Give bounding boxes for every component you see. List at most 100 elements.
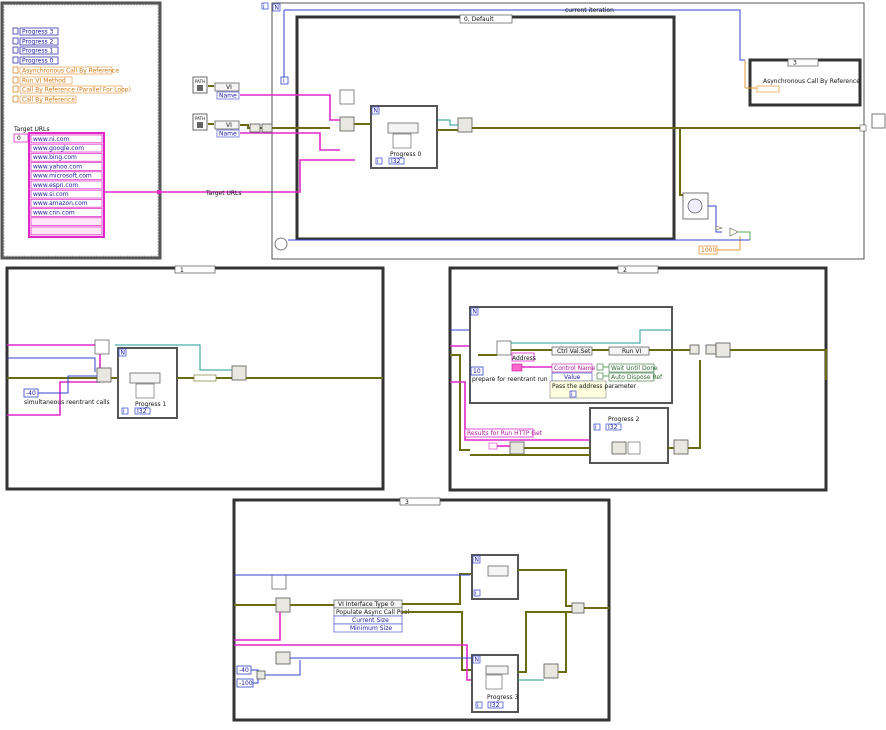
case2-constant-n[interactable] xyxy=(470,366,484,376)
wire xyxy=(234,644,472,681)
compare-node-2[interactable] xyxy=(729,227,739,237)
close-ref-node[interactable] xyxy=(231,365,247,381)
wire xyxy=(38,375,97,394)
table-icon xyxy=(94,339,110,355)
case3-selector[interactable] xyxy=(399,497,441,506)
wait-on-async-node[interactable] xyxy=(275,651,291,665)
wire xyxy=(511,329,672,344)
i32-label: I32 xyxy=(490,702,500,709)
url-item[interactable] xyxy=(30,208,103,217)
ref-call-parallel[interactable]: Call By Reference (Parallel For Loop) xyxy=(12,85,131,94)
wait-on-async-node[interactable] xyxy=(611,441,627,455)
i-terminal xyxy=(473,589,481,597)
vi-node[interactable] xyxy=(214,120,240,130)
wire xyxy=(7,357,96,372)
control-name-property[interactable] xyxy=(551,363,593,373)
url-item[interactable] xyxy=(30,162,103,171)
url-item[interactable] xyxy=(30,143,103,153)
url-item[interactable] xyxy=(30,199,103,208)
n-label: N xyxy=(473,309,478,316)
merge-errors-node[interactable] xyxy=(571,602,585,614)
call-by-ref-node[interactable] xyxy=(387,122,419,134)
case1-selector[interactable] xyxy=(174,265,216,274)
close-ref-node[interactable] xyxy=(543,663,559,679)
ref-progress-3[interactable]: Progress 3 xyxy=(12,27,59,36)
wire xyxy=(558,612,567,673)
ref-async-call[interactable]: Asynchronous Call By Reference xyxy=(12,66,119,75)
ref-progress-0[interactable]: Progress 0 xyxy=(12,56,59,65)
url-item[interactable] xyxy=(30,180,103,190)
const1-label: -40 xyxy=(239,667,249,674)
array-label: Target URLs xyxy=(13,126,50,133)
for-loop-n[interactable] xyxy=(472,555,481,564)
ref-progress-2[interactable]: Progress 2 xyxy=(12,37,59,46)
call-by-ref-node[interactable] xyxy=(129,372,161,384)
case-selector-main[interactable] xyxy=(459,14,513,24)
array-index: 0 xyxy=(17,135,21,142)
open-vi-ref-node[interactable] xyxy=(96,367,112,383)
for-loop-progress2: Progress 2 i I32 xyxy=(589,407,669,464)
path-glyph xyxy=(197,85,203,91)
ref-run-vi[interactable]: Run VI Method xyxy=(12,76,73,85)
wire xyxy=(518,611,572,673)
close-ref-node-2[interactable] xyxy=(673,439,689,455)
case2-selector-label: 2 xyxy=(623,267,627,274)
url-item-text: www.cnn.com xyxy=(33,209,75,216)
url-item-empty[interactable] xyxy=(30,226,103,236)
close-ref-node[interactable] xyxy=(715,342,731,358)
wait-until-done-property[interactable] xyxy=(608,363,655,373)
for-loop-n[interactable] xyxy=(472,655,481,664)
start-async-call-node[interactable] xyxy=(487,565,509,577)
open-vi-ref-node[interactable] xyxy=(339,116,355,132)
build-array-node[interactable] xyxy=(249,123,261,133)
i-label: i xyxy=(477,702,479,709)
get-vi-ref-node[interactable] xyxy=(509,441,525,455)
ref-progress-1[interactable]: Progress 1 xyxy=(12,46,59,55)
wire xyxy=(717,236,741,251)
table-icon xyxy=(339,89,355,105)
case1-comment: simultaneous reentrant calls xyxy=(24,399,110,406)
url-item[interactable] xyxy=(30,189,103,199)
inner-case-label: Asynchronous Call By Reference xyxy=(763,78,860,85)
vi-node[interactable] xyxy=(214,82,240,92)
url-item[interactable] xyxy=(30,134,103,144)
target-urls-array[interactable]: Target URLs 0 www.ni.comwww.google.comww… xyxy=(13,126,105,238)
wire xyxy=(674,127,690,196)
minimum-size-property[interactable] xyxy=(333,623,403,633)
name-property[interactable] xyxy=(216,91,240,100)
wire xyxy=(300,132,340,151)
tf-constant-1[interactable] xyxy=(596,363,604,371)
i32-indicator xyxy=(605,423,622,431)
max-node[interactable] xyxy=(256,670,266,680)
merge-node[interactable] xyxy=(705,344,717,355)
ref-node[interactable] xyxy=(261,123,273,133)
case2-selector[interactable] xyxy=(617,265,659,274)
compare-node[interactable] xyxy=(715,225,723,231)
wait-async-node[interactable] xyxy=(485,665,509,675)
path-glyph xyxy=(197,122,203,128)
inner-case-selector[interactable] xyxy=(787,58,819,67)
for-loop-n[interactable] xyxy=(371,106,380,115)
open-vi-ref-node[interactable] xyxy=(275,597,291,613)
async-ref-constant[interactable] xyxy=(756,85,780,93)
simple-error-handler[interactable] xyxy=(871,113,886,129)
url-item-empty[interactable] xyxy=(30,217,103,226)
close-ref-node[interactable] xyxy=(457,117,473,133)
address-value[interactable] xyxy=(511,363,523,372)
address-constant[interactable] xyxy=(511,352,535,362)
i-label: i xyxy=(283,78,285,85)
for-loop-n[interactable] xyxy=(470,307,479,316)
for-loop-n[interactable] xyxy=(118,348,127,357)
loop-count-terminal[interactable] xyxy=(272,3,281,12)
url-item[interactable] xyxy=(30,171,103,180)
populate-label: Populate Async Call Pool xyxy=(336,609,410,616)
url-item[interactable] xyxy=(30,153,103,162)
i32-label: I32 xyxy=(137,408,147,415)
tf-constant-2[interactable] xyxy=(596,372,604,380)
ref-label: Run VI Method xyxy=(22,78,66,85)
build-array-node[interactable] xyxy=(689,344,700,355)
ref-call-by-ref[interactable]: Call By Reference xyxy=(12,95,77,104)
name-property[interactable] xyxy=(216,129,240,138)
auto-dispose-property[interactable] xyxy=(608,372,655,382)
const2-label: -100 xyxy=(239,680,253,687)
